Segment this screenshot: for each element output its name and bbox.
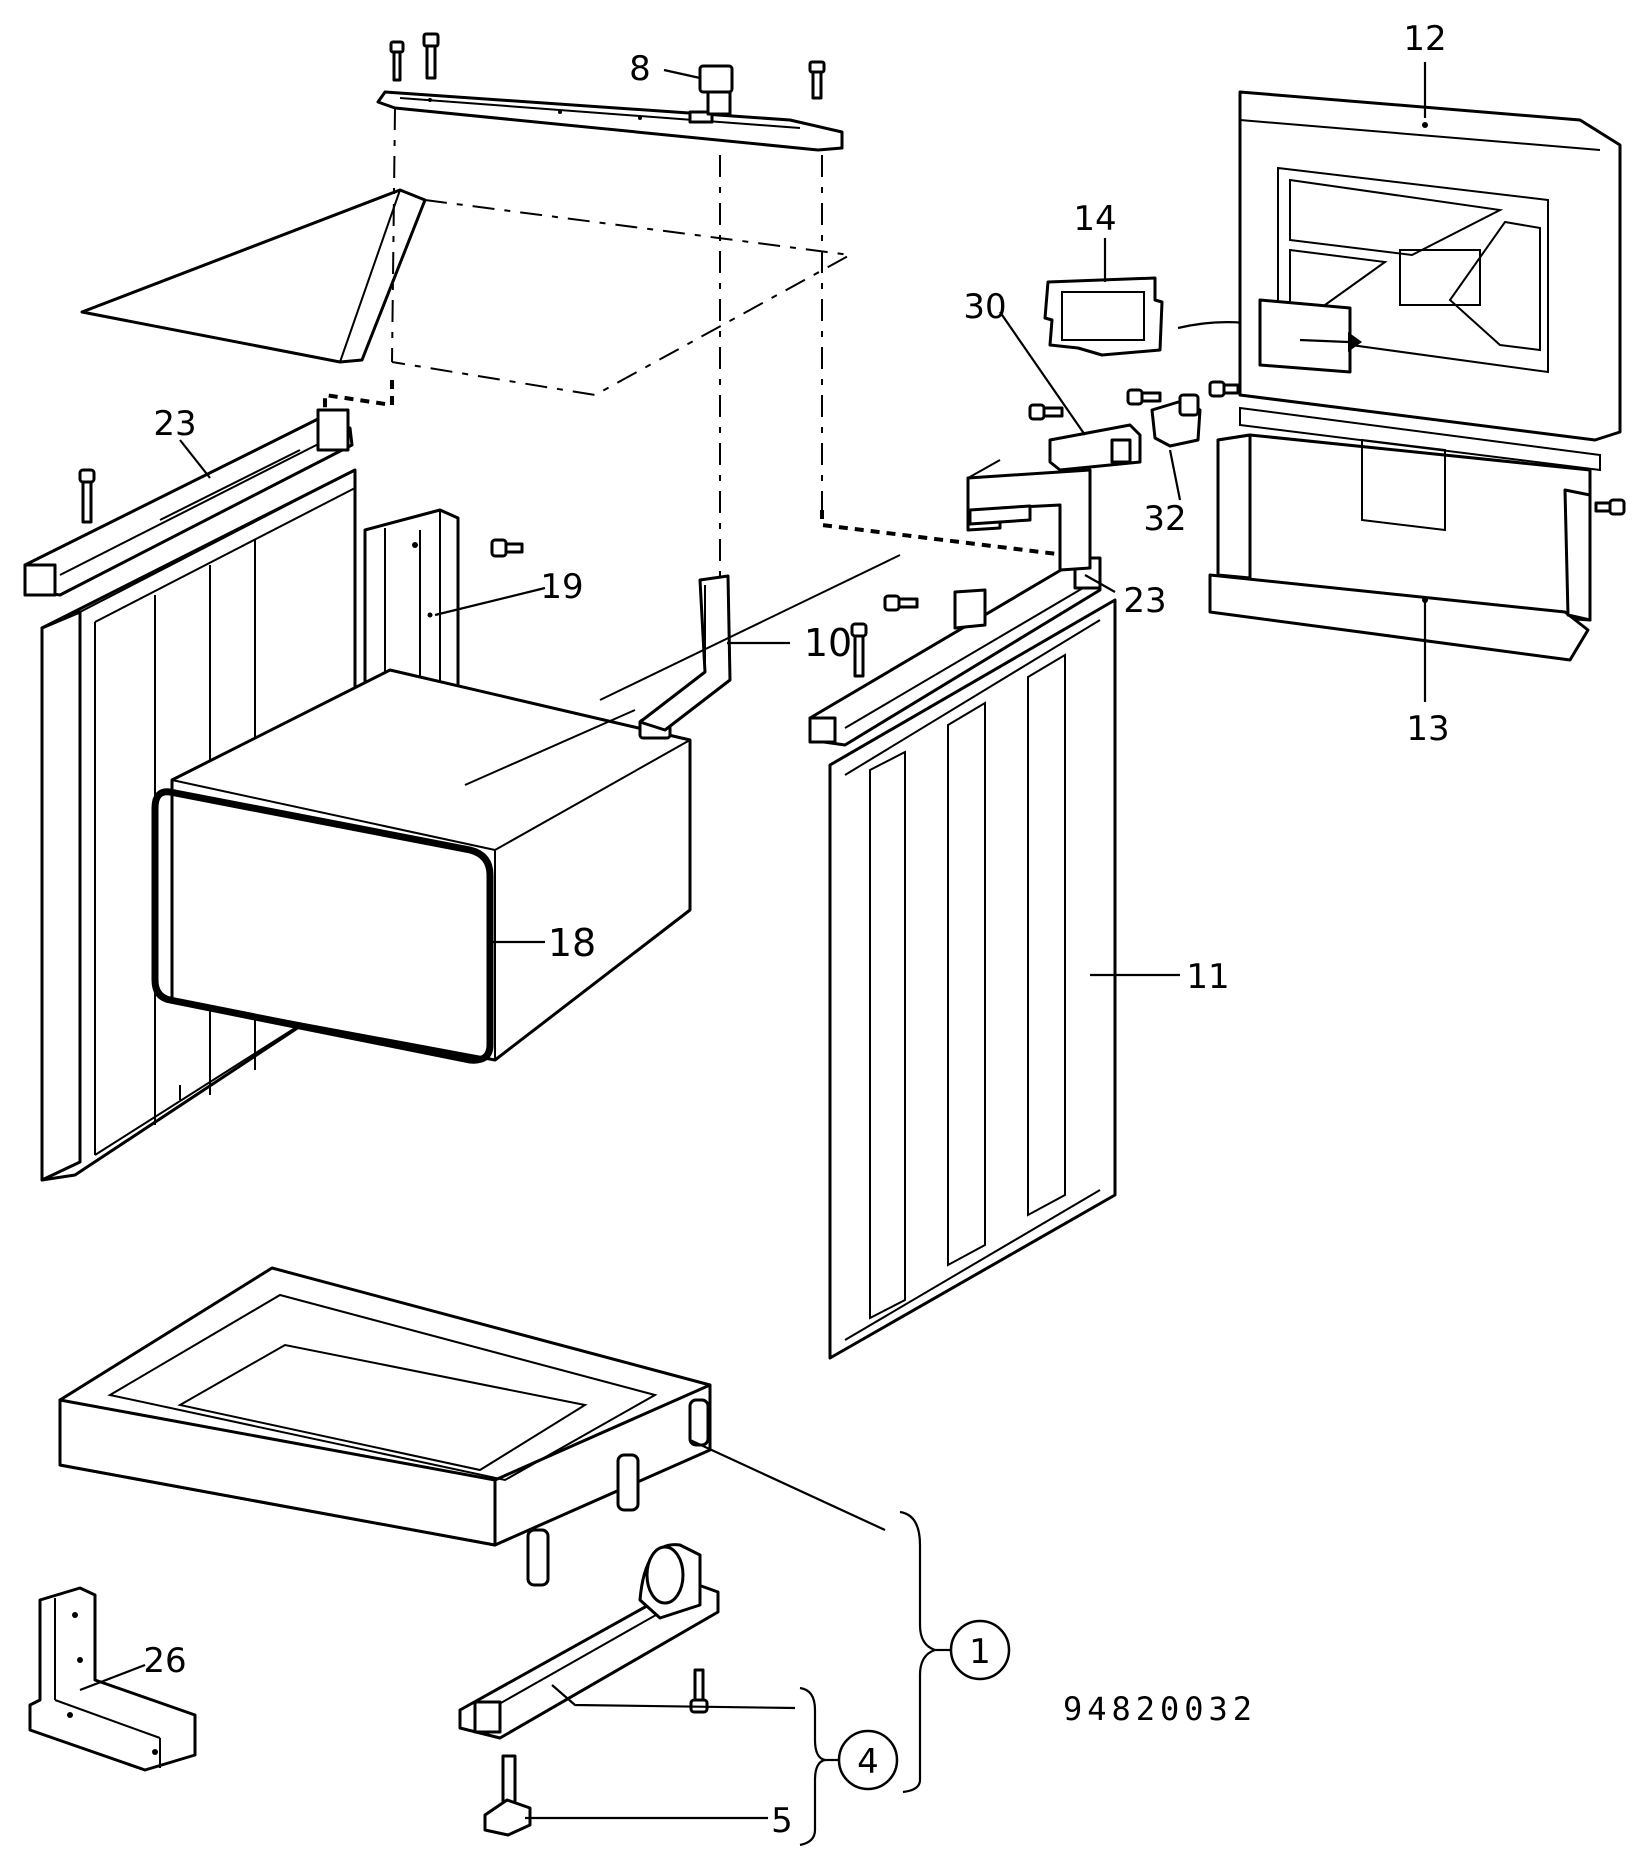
callout-5: 5 [771, 1801, 793, 1841]
screw-icon [1028, 403, 1064, 421]
screw-icon [850, 622, 868, 678]
screw-icon [422, 32, 440, 80]
bracket-mount [966, 459, 1092, 572]
base-frame [58, 1266, 712, 1587]
callout-18: 18 [548, 921, 596, 965]
wheel-icon [638, 1543, 702, 1620]
top-rail-screws [389, 32, 826, 100]
part-32-connector [1150, 393, 1202, 448]
bracket-small [953, 588, 987, 630]
adjustable-foot-5 [483, 1754, 532, 1837]
callout-4: 4 [857, 1742, 879, 1782]
screw-icon [490, 538, 524, 558]
callout-labels: 8 12 14 30 23 19 10 32 23 13 18 11 26 1 … [143, 19, 1449, 1841]
back-lower-panel-13 [1208, 433, 1592, 662]
gasket-18 [151, 788, 494, 1064]
top-rail [376, 90, 844, 152]
screw-icon [1208, 380, 1240, 398]
right-side-panel [828, 598, 1117, 1360]
screw-icon [808, 60, 826, 100]
part-30-bracket [1048, 423, 1142, 472]
callout-23-left: 23 [153, 404, 196, 444]
drawing-reference-number: 94820032 [1063, 1690, 1257, 1728]
callout-circle-1 [949, 1619, 1011, 1681]
oven-cavity [170, 668, 692, 1062]
duct-10 [464, 554, 901, 786]
rail-23-left [23, 408, 354, 597]
screw-icon [883, 594, 919, 612]
callout-19: 19 [540, 567, 583, 607]
back-panel-12 [1238, 90, 1622, 472]
callout-1: 1 [969, 1632, 991, 1672]
callout-13: 13 [1406, 709, 1449, 749]
screw-icon [389, 40, 405, 82]
callout-10: 10 [804, 621, 852, 665]
callout-circle-4 [837, 1729, 899, 1791]
top-panel [80, 188, 427, 364]
screw-icon [78, 468, 96, 524]
braces [799, 1510, 950, 1847]
callout-14: 14 [1073, 199, 1116, 239]
callout-12: 12 [1403, 19, 1446, 59]
part-8-clip [663, 64, 734, 116]
callout-26: 26 [143, 1641, 186, 1681]
callout-circles [837, 1619, 1011, 1791]
callout-30: 30 [963, 287, 1006, 327]
leader-lines [79, 62, 1427, 1820]
callout-32: 32 [1143, 499, 1186, 539]
bracket-26 [28, 1586, 197, 1772]
screw-icon [1126, 388, 1162, 406]
callout-23-right: 23 [1123, 581, 1166, 621]
part-14-plate [1043, 276, 1261, 357]
top-panel-dash-lines [391, 107, 854, 580]
callout-11: 11 [1186, 957, 1229, 997]
callout-8: 8 [629, 49, 651, 89]
screw-icon [1594, 498, 1626, 516]
